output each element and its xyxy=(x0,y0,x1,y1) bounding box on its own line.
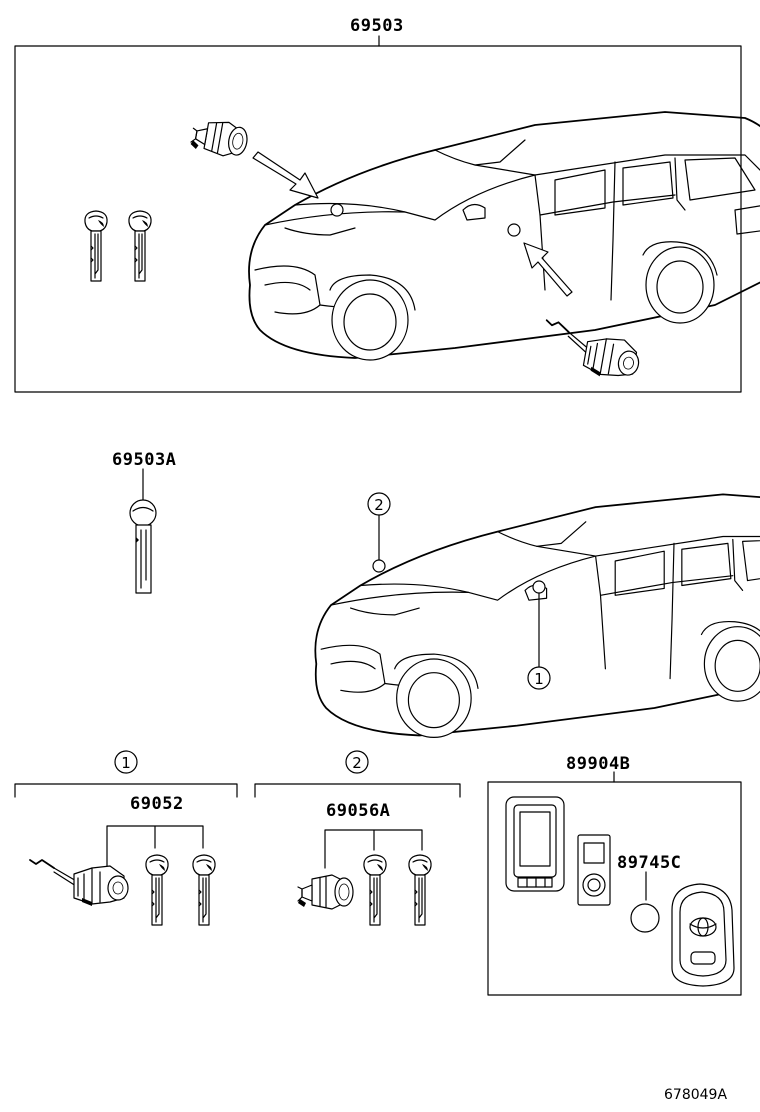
part-number-89745c[interactable]: 89745C xyxy=(617,853,682,873)
group-1-bracket xyxy=(14,783,238,798)
hood-lock-cylinder-icon xyxy=(297,874,354,910)
door-lock-cylinder-icon xyxy=(537,319,645,384)
group-2-bracket xyxy=(254,783,461,798)
door-lock-location xyxy=(532,580,546,594)
arrow-door-icon xyxy=(523,242,573,297)
circuit-board-icon xyxy=(577,834,611,906)
callout-1-icon: 1 xyxy=(527,666,551,690)
vehicle-illustration xyxy=(248,111,760,361)
key-icon xyxy=(363,854,387,926)
part-number-69052[interactable]: 69052 xyxy=(130,794,184,814)
smart-key-case-icon xyxy=(505,796,565,892)
part-number-69056a[interactable]: 69056A xyxy=(326,801,391,821)
door-lock-cylinder-icon xyxy=(29,859,129,907)
hood-lock-location xyxy=(372,559,386,573)
svg-text:2: 2 xyxy=(352,754,362,772)
transmitter-box xyxy=(487,781,742,996)
leader-69056a xyxy=(324,829,423,869)
svg-text:2: 2 xyxy=(374,496,384,514)
group-2-callout-icon: 2 xyxy=(345,750,369,774)
key-icon xyxy=(84,210,108,282)
coin-battery-icon xyxy=(630,903,660,933)
key-icon xyxy=(192,854,216,926)
key-icon xyxy=(408,854,432,926)
door-lock-location xyxy=(507,223,521,237)
hood-lock-cylinder-icon xyxy=(188,115,251,161)
key-blank-icon xyxy=(129,499,157,594)
vehicle-illustration-callouts xyxy=(314,493,760,739)
hood-lock-location xyxy=(330,203,344,217)
key-icon xyxy=(145,854,169,926)
arrow-hood-icon xyxy=(252,151,319,199)
kit-69503-box xyxy=(14,45,742,393)
part-number-89904b[interactable]: 89904B xyxy=(566,754,631,774)
key-icon xyxy=(128,210,152,282)
group-1-callout-icon: 1 xyxy=(114,750,138,774)
figure-code: 678049A xyxy=(664,1087,728,1103)
callout-2-icon: 2 xyxy=(367,492,391,516)
svg-text:1: 1 xyxy=(121,754,131,772)
svg-text:1: 1 xyxy=(534,670,544,688)
smart-key-icon xyxy=(671,883,735,987)
part-number-69503[interactable]: 69503 xyxy=(350,16,404,36)
leader-69052 xyxy=(106,825,204,878)
part-number-69503a[interactable]: 69503A xyxy=(112,450,177,470)
